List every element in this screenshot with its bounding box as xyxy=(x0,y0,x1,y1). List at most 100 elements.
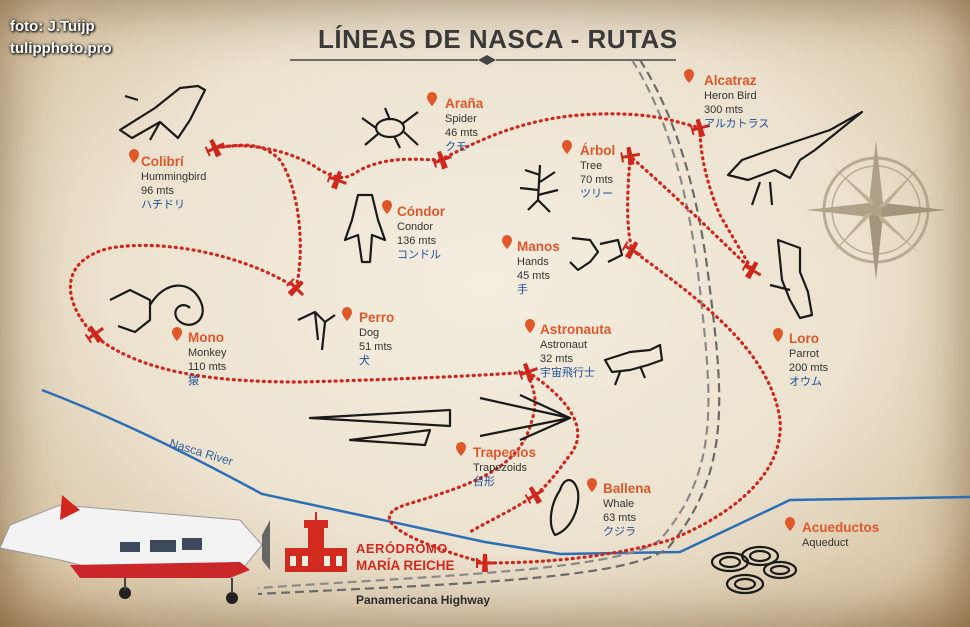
site-japanese: 手 xyxy=(517,284,528,296)
hands-glyph xyxy=(569,236,624,272)
airplane-icon xyxy=(84,325,105,344)
site-astronauta: Astronauta Astronaut 32 mts 宇宙飛行士 xyxy=(540,322,611,381)
site-japanese: 猿 xyxy=(188,375,199,387)
condor-glyph xyxy=(343,193,387,264)
site-english: Hummingbird xyxy=(141,171,207,183)
location-pin-icon xyxy=(502,235,512,249)
location-pin-icon xyxy=(382,200,392,214)
title-divider xyxy=(290,55,676,65)
site-japanese: 宇宙飛行士 xyxy=(540,367,595,379)
site-acueductos: Acueductos Aqueduct xyxy=(802,520,879,550)
spider-glyph xyxy=(361,107,419,149)
site-name: Loro xyxy=(789,331,819,346)
astronaut-glyph xyxy=(603,343,664,386)
site-name: Árbol xyxy=(580,143,616,158)
tree-glyph xyxy=(519,164,559,213)
site-japanese: 犬 xyxy=(359,355,370,367)
location-pin-icon xyxy=(342,307,352,321)
site-size: 63 mts xyxy=(603,512,637,524)
aircraft-illustration xyxy=(0,495,270,604)
site-english: Hands xyxy=(517,256,549,268)
airplane-icon xyxy=(524,486,545,505)
airplane-icon xyxy=(286,278,305,297)
aerodrome-label: AERÓDROMO MARÍA REICHE xyxy=(356,540,455,574)
location-pin-icon xyxy=(587,478,597,492)
airplane-icon xyxy=(621,241,642,260)
heron-glyph xyxy=(726,110,864,206)
site-japanese: ハチドリ xyxy=(141,199,185,211)
site-size: 70 mts xyxy=(580,174,614,186)
airplane-icon xyxy=(204,138,225,158)
site-size: 32 mts xyxy=(540,353,574,365)
site-japanese: ツリー xyxy=(580,188,613,200)
site-name: Perro xyxy=(359,310,395,325)
location-pin-icon xyxy=(172,327,182,341)
site-name: Colibrí xyxy=(141,154,184,169)
aerodrome-line2: MARÍA REICHE xyxy=(356,558,455,573)
site-condor: Cóndor Condor 136 mts コンドル xyxy=(397,204,445,263)
airplane-icon xyxy=(476,554,495,572)
site-perro: Perro Dog 51 mts 犬 xyxy=(359,310,394,369)
site-size: 51 mts xyxy=(359,341,393,353)
parrot-glyph xyxy=(769,238,814,320)
route-airplanes xyxy=(84,118,762,572)
site-japanese: クモ xyxy=(445,141,467,153)
site-english: Dog xyxy=(359,327,380,339)
location-pin-icon xyxy=(456,442,466,456)
location-pins xyxy=(129,69,795,531)
site-name: Manos xyxy=(517,239,560,254)
site-english: Monkey xyxy=(188,347,227,359)
site-size: 200 mts xyxy=(789,362,829,374)
site-colibri: Colibrí Hummingbird 96 mts ハチドリ xyxy=(141,154,206,213)
site-alcatraz: Alcatraz Heron Bird 300 mts アルカトラス xyxy=(704,73,769,132)
location-pin-icon xyxy=(129,149,139,163)
site-english: Heron Bird xyxy=(704,90,757,102)
panamericana-highway xyxy=(257,59,721,596)
site-name: Astronauta xyxy=(540,322,612,337)
site-japanese: オウム xyxy=(789,376,822,388)
hummingbird-glyph xyxy=(118,84,207,141)
highway-label: Panamericana Highway xyxy=(356,593,491,607)
airplane-icon xyxy=(741,261,762,280)
airplane-icon xyxy=(326,170,347,190)
site-name: Mono xyxy=(188,330,224,345)
location-pin-icon xyxy=(427,92,437,106)
site-japanese: 台形 xyxy=(473,476,495,488)
site-manos: Manos Hands 45 mts 手 xyxy=(517,239,560,298)
site-japanese: アルカトラス xyxy=(704,118,770,130)
airplane-icon xyxy=(431,150,452,170)
airplane-icon xyxy=(517,362,538,382)
site-name: Trapecios xyxy=(473,445,537,460)
airplane-icon xyxy=(690,118,711,138)
site-name: Alcatraz xyxy=(704,73,757,88)
geoglyphs xyxy=(109,84,864,595)
location-pin-icon xyxy=(562,140,572,154)
site-english: Condor xyxy=(397,221,434,233)
site-english: Spider xyxy=(445,113,477,125)
site-english: Aqueduct xyxy=(802,537,849,549)
site-arana: Araña Spider 46 mts クモ xyxy=(445,96,483,155)
site-english: Parrot xyxy=(789,348,819,360)
site-english: Whale xyxy=(603,498,635,510)
control-tower-icon xyxy=(285,512,347,572)
site-trapecios: Trapecios Trapezoids 台形 xyxy=(473,445,536,490)
airplane-icon xyxy=(620,146,641,166)
trapezoid-glyph xyxy=(308,394,572,447)
aqueduct-glyph xyxy=(710,545,798,595)
site-name: Acueductos xyxy=(802,520,880,535)
map-title: LÍNEAS DE NASCA - RUTAS xyxy=(318,24,678,54)
site-arbol: Árbol Tree 70 mts ツリー xyxy=(580,143,615,202)
site-name: Cóndor xyxy=(397,204,445,219)
site-english: Astronaut xyxy=(540,339,588,351)
site-ballena: Ballena Whale 63 mts クジラ xyxy=(603,481,651,540)
site-name: Araña xyxy=(445,96,484,111)
location-pin-icon xyxy=(525,319,535,333)
whale-glyph xyxy=(549,479,580,537)
nasca-river xyxy=(41,388,970,556)
site-size: 300 mts xyxy=(704,104,744,116)
site-size: 110 mts xyxy=(188,361,227,373)
site-loro: Loro Parrot 200 mts オウム xyxy=(789,331,828,390)
location-pin-icon xyxy=(785,517,795,531)
